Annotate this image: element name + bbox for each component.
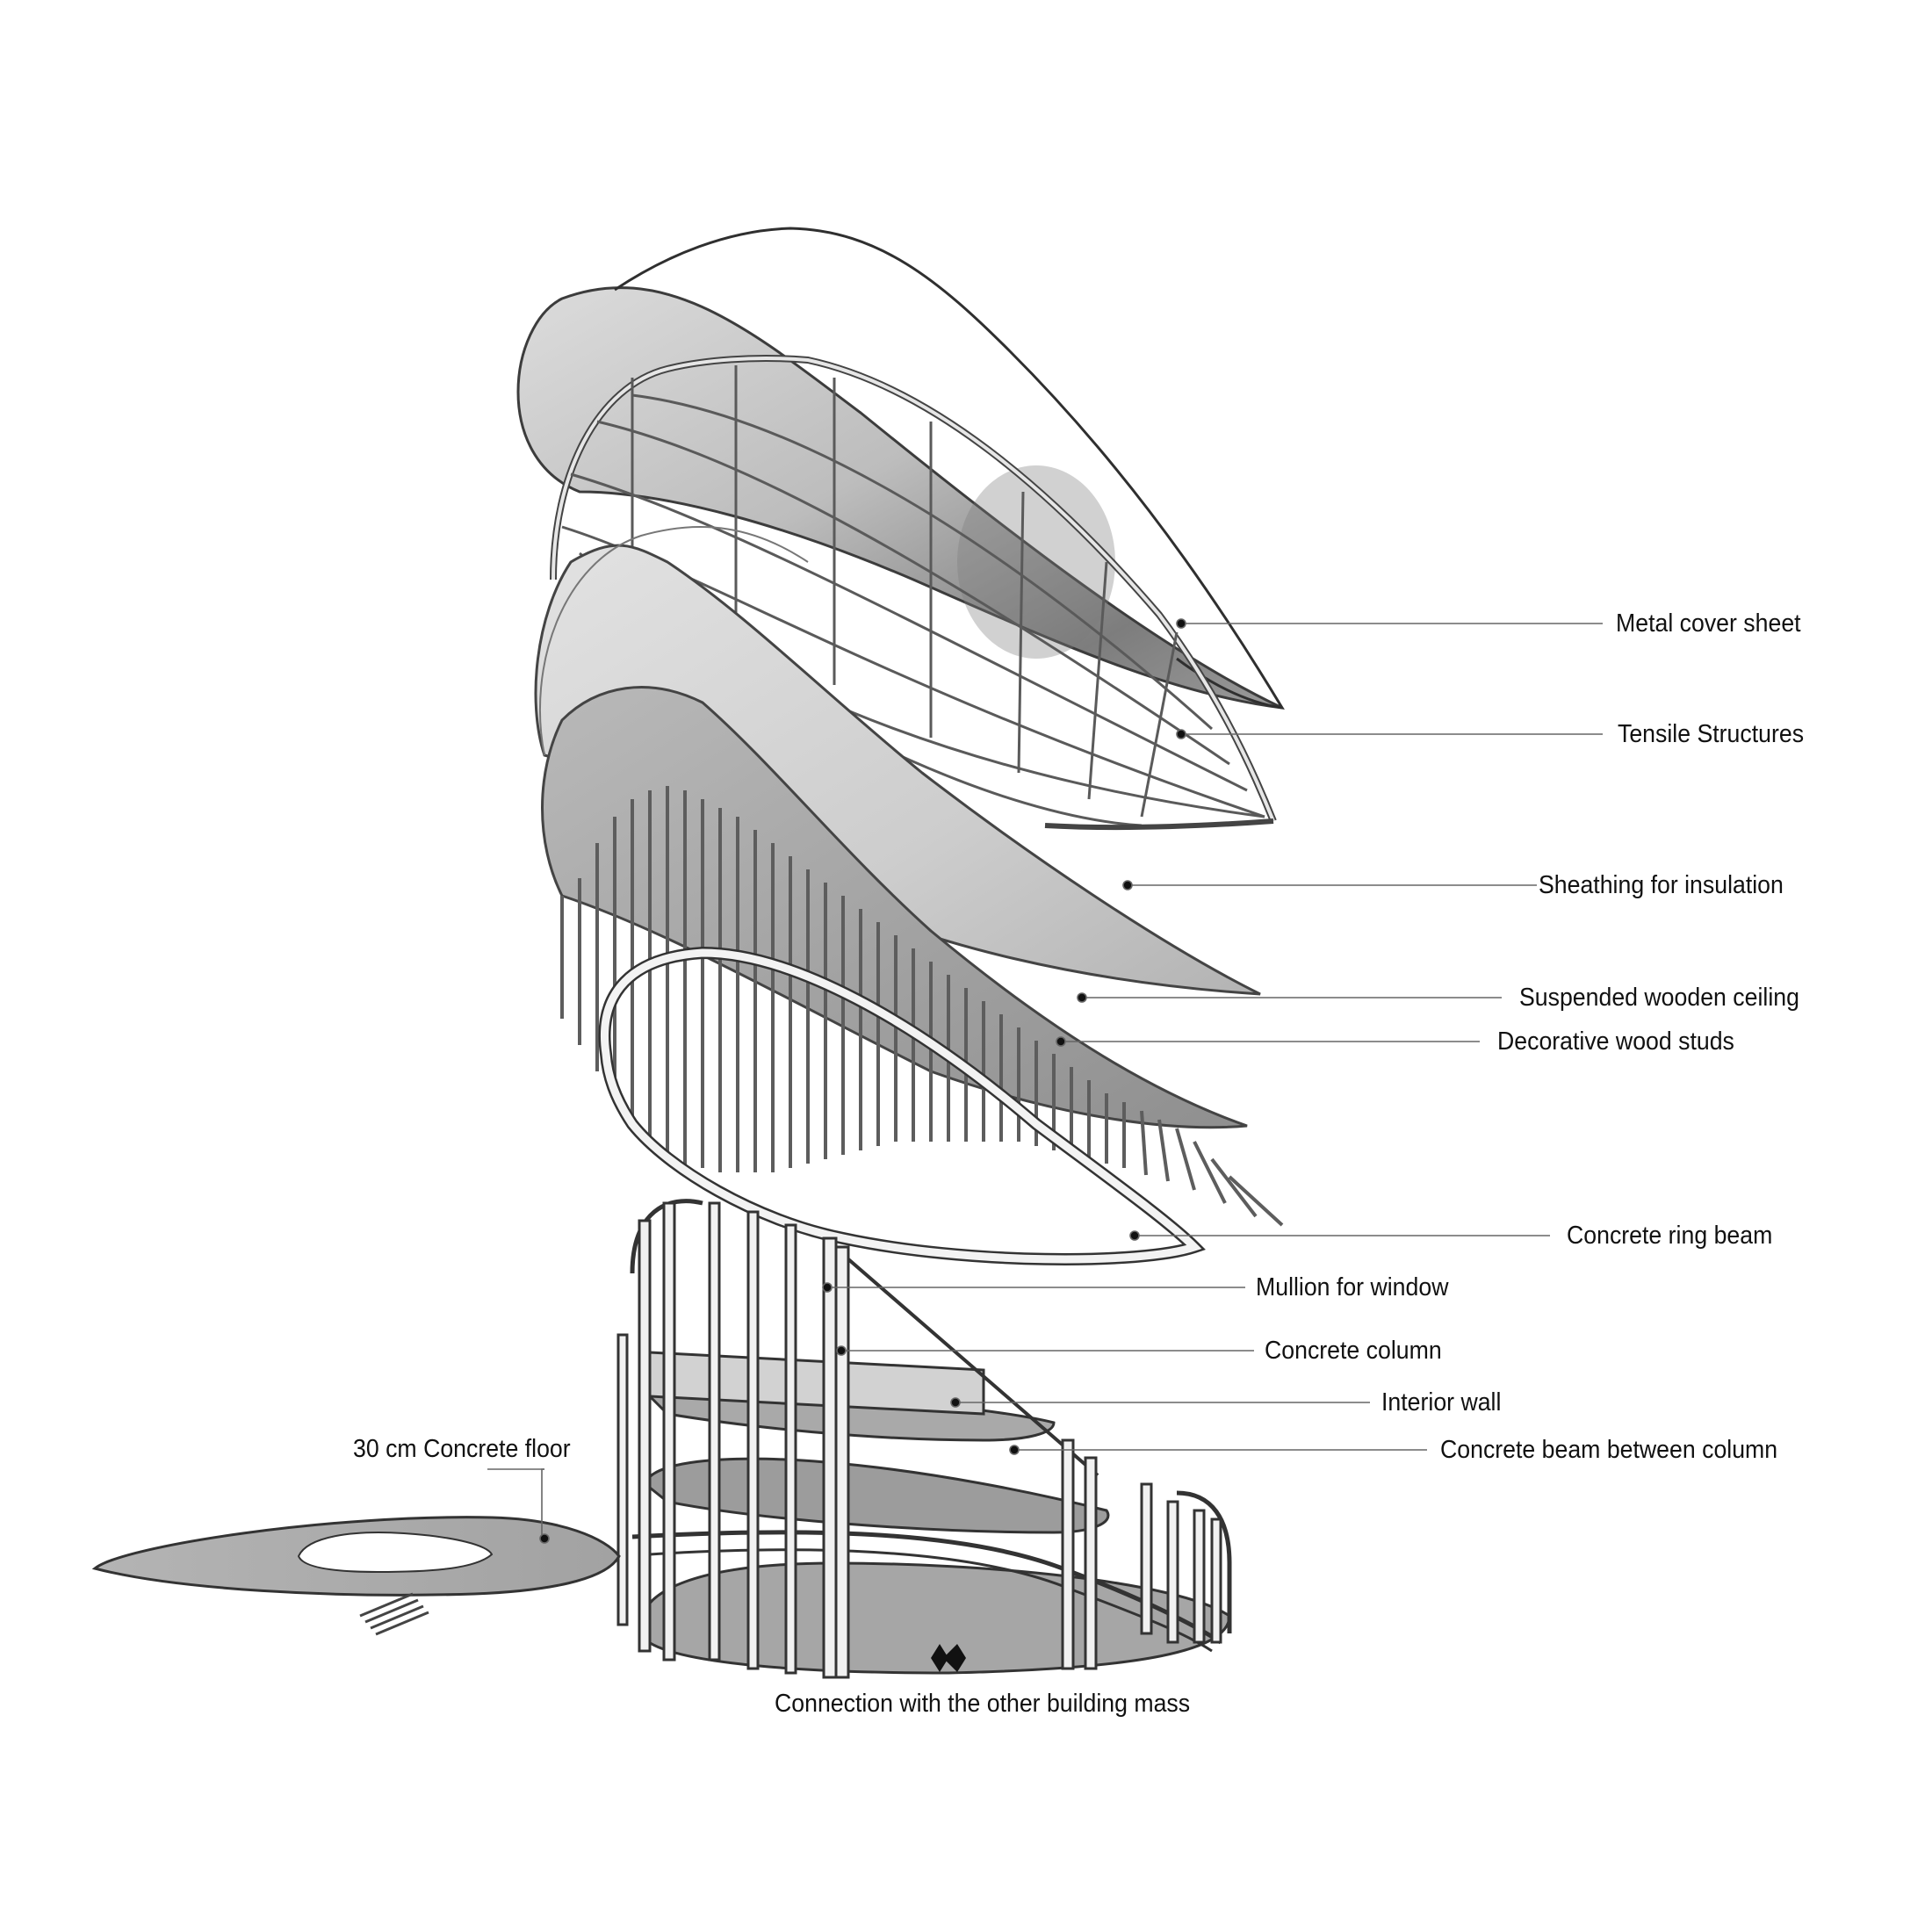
label-concrete-column: Concrete column — [1265, 1337, 1442, 1365]
base-structure — [616, 1199, 1232, 1679]
label-decorative-wood-studs: Decorative wood studs — [1497, 1027, 1734, 1056]
leader-dot-ring-beam — [1129, 1230, 1140, 1241]
leader-dot-interior-wall — [950, 1397, 961, 1408]
label-sheathing-for-insulation: Sheathing for insulation — [1539, 871, 1784, 899]
leader-dot-ceiling — [1077, 992, 1087, 1003]
concrete-ring-beam — [598, 946, 1206, 1265]
leader-dot-metal-cover-sheet — [1176, 618, 1186, 629]
connection-marker — [931, 1644, 966, 1672]
label-suspended-wooden-ceiling: Suspended wooden ceiling — [1519, 984, 1799, 1012]
label-concrete-ring-beam: Concrete ring beam — [1567, 1222, 1773, 1250]
leader-dot-column — [836, 1345, 847, 1356]
leader-dot-tensile-structures — [1176, 729, 1186, 739]
label-interior-wall: Interior wall — [1381, 1388, 1502, 1417]
leader-dot-beam — [1009, 1445, 1020, 1455]
label-connection: Connection with the other building mass — [775, 1690, 1191, 1718]
concrete-floor-slab — [91, 1516, 621, 1636]
label-concrete-beam-between-column: Concrete beam between column — [1440, 1436, 1778, 1464]
leader-lines — [487, 618, 1603, 1544]
leader-dot-mullion — [822, 1282, 833, 1293]
suspended-wooden-ceiling — [541, 686, 1248, 1129]
label-concrete-floor: 30 cm Concrete floor — [353, 1435, 571, 1463]
label-mullion-for-window: Mullion for window — [1256, 1273, 1449, 1301]
leader-dot-sheathing — [1122, 880, 1133, 890]
leader-dot-floor — [539, 1533, 550, 1544]
label-metal-cover-sheet: Metal cover sheet — [1616, 609, 1801, 638]
label-tensile-structures: Tensile Structures — [1618, 720, 1805, 748]
leader-dot-wood-studs — [1056, 1036, 1066, 1047]
